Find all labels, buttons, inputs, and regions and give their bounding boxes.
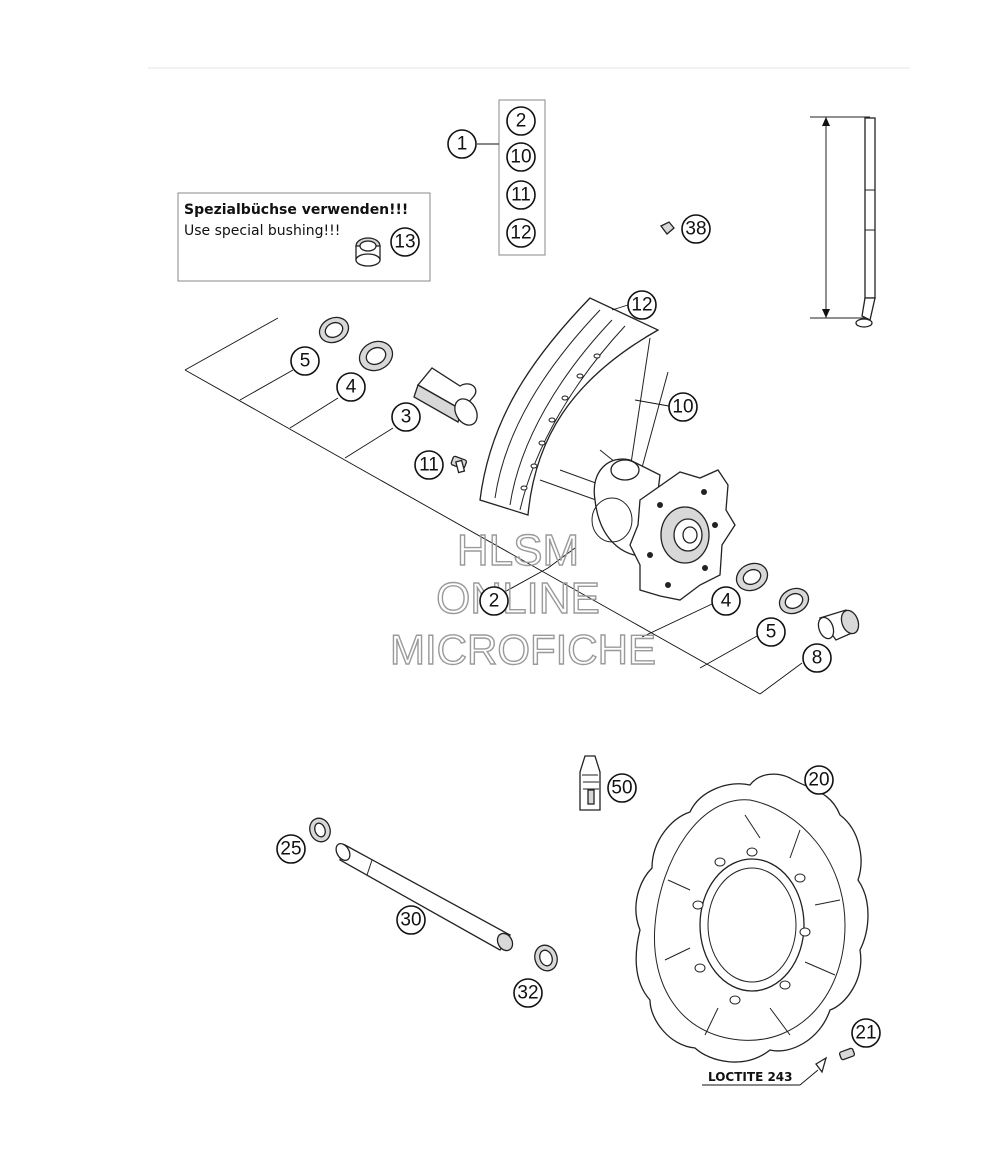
watermark-line-1: HLSM — [457, 526, 579, 575]
svg-text:13: 13 — [394, 232, 415, 253]
callout-3: 3 — [391, 402, 421, 432]
bolt-11-part — [450, 455, 468, 474]
callout-10-spoke: 10 — [668, 392, 698, 422]
callout-32: 32 — [513, 978, 543, 1008]
svg-text:21: 21 — [855, 1023, 876, 1044]
callout-2-set: 2 — [506, 106, 536, 136]
callout-30: 30 — [396, 905, 426, 935]
svg-text:4: 4 — [721, 591, 732, 612]
callout-5-right: 5 — [756, 617, 786, 647]
callout-4-right: 4 — [711, 586, 741, 616]
hub-part — [591, 458, 736, 601]
seal-ring-5-right-part — [778, 587, 810, 615]
loctite-text: LOCTITE 243 — [708, 1070, 793, 1084]
bearing-4-left-part — [358, 340, 394, 372]
svg-text:25: 25 — [280, 839, 301, 860]
watermark-line-3: MICROFICHE — [390, 626, 656, 673]
note-english: Use special bushing!!! — [184, 223, 340, 239]
callout-11-bolt: 11 — [414, 450, 444, 480]
screw-21-part — [815, 1047, 856, 1074]
spacer-25-part — [309, 817, 331, 843]
callout-50: 50 — [607, 773, 637, 803]
svg-text:5: 5 — [766, 622, 777, 643]
rim-part — [479, 297, 660, 516]
svg-text:8: 8 — [812, 648, 823, 669]
svg-text:12: 12 — [510, 223, 531, 244]
wheel-set-group — [477, 99, 546, 256]
note-german: Spezialbüchse verwenden!!! — [184, 202, 408, 218]
svg-text:10: 10 — [672, 397, 693, 418]
svg-text:12: 12 — [631, 295, 652, 316]
svg-text:20: 20 — [808, 770, 829, 791]
svg-text:5: 5 — [300, 351, 311, 372]
special-bushing-note: Spezialbüchse verwenden!!! Use special b… — [177, 192, 431, 282]
svg-text:11: 11 — [419, 455, 439, 476]
callout-20: 20 — [804, 765, 834, 795]
watermark: HLSM ONLINE MICROFICHE — [389, 525, 656, 673]
callout-2-hub: 2 — [479, 586, 509, 616]
spoke-nipple-38-part — [660, 221, 675, 235]
callout-13: 13 — [390, 227, 420, 257]
spacer-8-part — [817, 609, 860, 641]
callout-11-set: 11 — [506, 180, 536, 210]
grease-tube-50-part — [579, 755, 601, 811]
svg-text:3: 3 — [401, 407, 412, 428]
bearing-4-right-part — [735, 562, 769, 592]
callout-12-set: 12 — [506, 218, 536, 248]
svg-text:2: 2 — [489, 591, 500, 612]
svg-text:30: 30 — [400, 910, 421, 931]
spacer-3-part — [413, 367, 478, 426]
spoke-part — [810, 116, 876, 328]
svg-text:50: 50 — [611, 778, 632, 799]
seal-ring-5-left-part — [318, 316, 350, 344]
callout-12-rim: 12 — [627, 290, 657, 320]
svg-text:2: 2 — [516, 111, 527, 132]
loctite-label: LOCTITE 243 — [702, 1069, 819, 1086]
bushing-13-part — [355, 237, 381, 267]
callout-21: 21 — [851, 1018, 881, 1048]
svg-text:38: 38 — [685, 219, 706, 240]
callout-38: 38 — [681, 214, 711, 244]
axle-30-part — [335, 842, 514, 952]
svg-text:11: 11 — [511, 185, 531, 206]
callout-5-left: 5 — [290, 346, 320, 376]
callout-4-left: 4 — [336, 372, 366, 402]
callout-1: 1 — [447, 129, 477, 159]
spacer-32-part — [534, 944, 558, 972]
svg-text:10: 10 — [510, 147, 531, 168]
watermark-line-2: ONLINE — [436, 574, 600, 623]
callout-10-set: 10 — [506, 142, 536, 172]
svg-text:32: 32 — [517, 983, 538, 1004]
callout-8: 8 — [802, 643, 832, 673]
svg-text:4: 4 — [346, 377, 357, 398]
brake-disc-20-part — [635, 773, 869, 1063]
svg-text:1: 1 — [457, 134, 468, 155]
callout-25: 25 — [276, 834, 306, 864]
